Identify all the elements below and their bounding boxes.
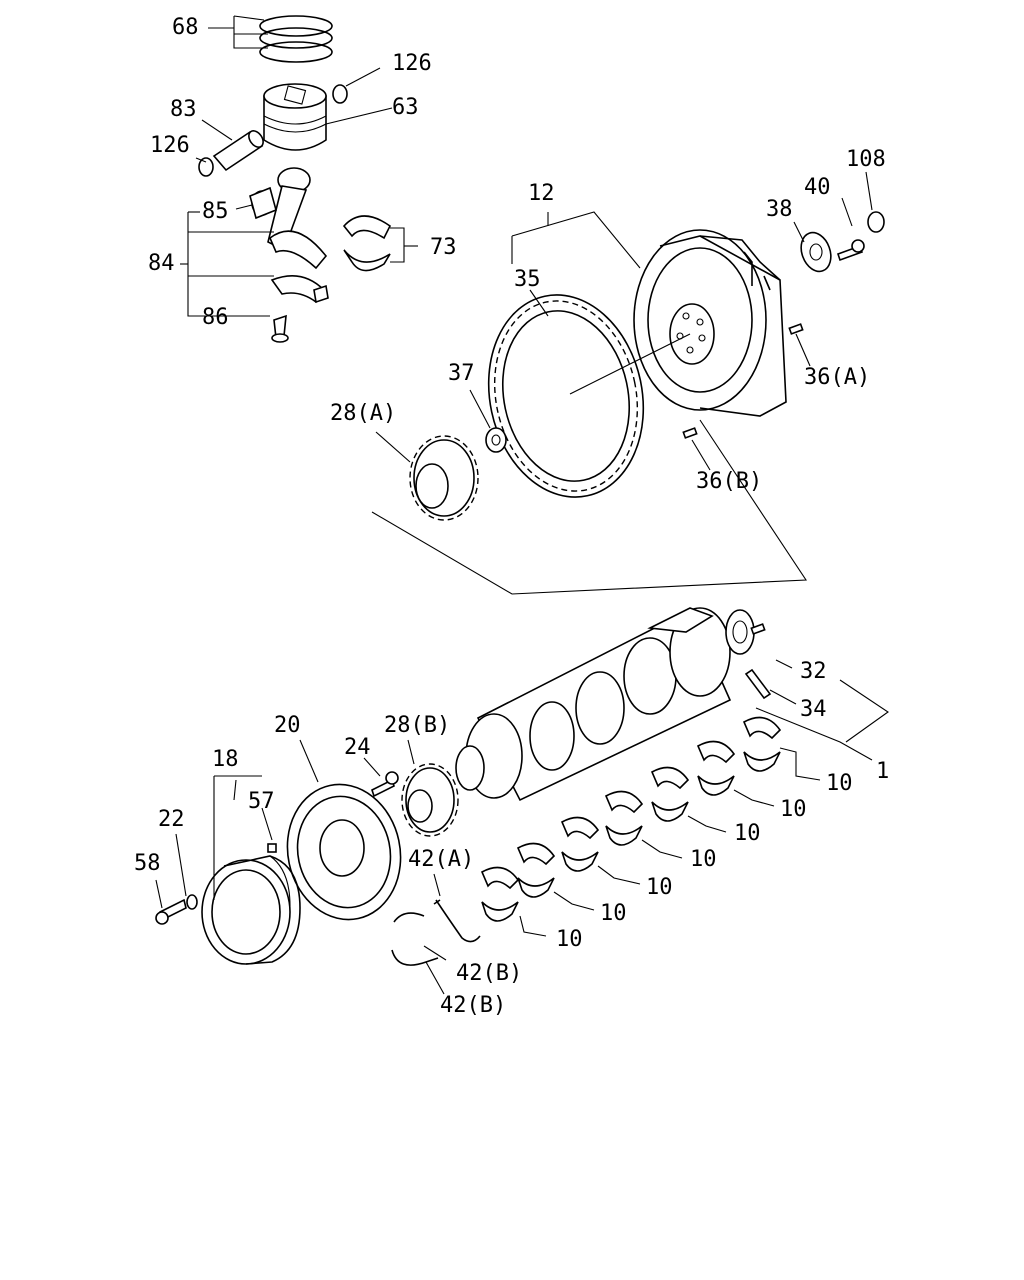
key-part xyxy=(267,843,277,853)
callout-10-a: 10 xyxy=(556,927,583,952)
gear-28b-part xyxy=(401,763,459,837)
callout-28a: 28(A) xyxy=(330,401,396,426)
callout-10-d: 10 xyxy=(690,847,717,872)
callout-126-left: 126 xyxy=(150,133,190,158)
plate-part xyxy=(800,231,832,273)
piston-group-leaders xyxy=(180,15,418,317)
pulley-washer-part xyxy=(186,894,198,910)
rod-bearing-part xyxy=(342,215,392,272)
callout-68: 68 xyxy=(172,15,199,40)
ring-gear-part xyxy=(487,294,691,498)
callout-18: 18 xyxy=(212,747,239,772)
crankshaft-group-leaders xyxy=(155,659,889,995)
pilot-bearing-part xyxy=(485,427,507,453)
callout-10-g: 10 xyxy=(826,771,853,796)
callout-126-top: 126 xyxy=(392,51,432,76)
callout-10-f: 10 xyxy=(780,797,807,822)
gear-28a-part xyxy=(409,435,479,521)
rod-cap-part xyxy=(270,274,329,304)
crank-pulley-part xyxy=(201,855,301,965)
pulley-bolt-part xyxy=(371,771,399,798)
callout-42b-lower: 42(B) xyxy=(440,993,506,1018)
flywheel-housing-part xyxy=(633,229,787,417)
callout-20: 20 xyxy=(274,713,301,738)
flywheel-bolt-part xyxy=(836,239,865,262)
piston-pin-part xyxy=(212,130,264,172)
callout-10-c: 10 xyxy=(646,875,673,900)
connecting-rod-part xyxy=(249,167,328,270)
callout-108: 108 xyxy=(846,147,886,172)
callout-57: 57 xyxy=(248,789,275,814)
flywheel-group-leaders xyxy=(371,171,873,595)
callout-labels: 68 126 83 63 126 85 84 73 86 12 35 38 40… xyxy=(134,15,889,1018)
snap-ring-part xyxy=(198,84,348,177)
callout-36b: 36(B) xyxy=(696,469,762,494)
rod-bolt-part xyxy=(271,314,289,343)
callout-42b-upper: 42(B) xyxy=(456,961,522,986)
callout-28b: 28(B) xyxy=(384,713,450,738)
callout-40: 40 xyxy=(804,175,831,200)
callout-32: 32 xyxy=(800,659,827,684)
callout-84: 84 xyxy=(148,251,175,276)
callout-24: 24 xyxy=(344,735,371,760)
callout-73: 73 xyxy=(430,235,457,260)
callout-58: 58 xyxy=(134,851,161,876)
washer-part xyxy=(867,211,885,233)
callout-38: 38 xyxy=(766,197,793,222)
callout-36a: 36(A) xyxy=(804,365,870,390)
callout-63: 63 xyxy=(392,95,419,120)
callout-35: 35 xyxy=(514,267,541,292)
thrust-washers-part xyxy=(391,899,481,966)
callout-37: 37 xyxy=(448,361,475,386)
front-bolt-part xyxy=(155,898,187,925)
piston-part xyxy=(263,83,327,151)
callout-12: 12 xyxy=(528,181,555,206)
piston-rings-part xyxy=(259,15,333,63)
damper-pulley-part xyxy=(286,783,402,921)
dowel-pins-part xyxy=(682,323,804,439)
callout-1: 1 xyxy=(876,759,889,784)
callout-10-e: 10 xyxy=(734,821,761,846)
callout-83: 83 xyxy=(170,97,197,122)
callout-10-b: 10 xyxy=(600,901,627,926)
main-bearing-shells-part xyxy=(480,716,782,922)
crank-pins-part xyxy=(744,623,772,700)
callout-34: 34 xyxy=(800,697,827,722)
callout-86: 86 xyxy=(202,305,229,330)
callout-85: 85 xyxy=(202,199,229,224)
callout-42a: 42(A) xyxy=(408,847,474,872)
callout-22: 22 xyxy=(158,807,185,832)
crankshaft-part xyxy=(455,607,755,802)
